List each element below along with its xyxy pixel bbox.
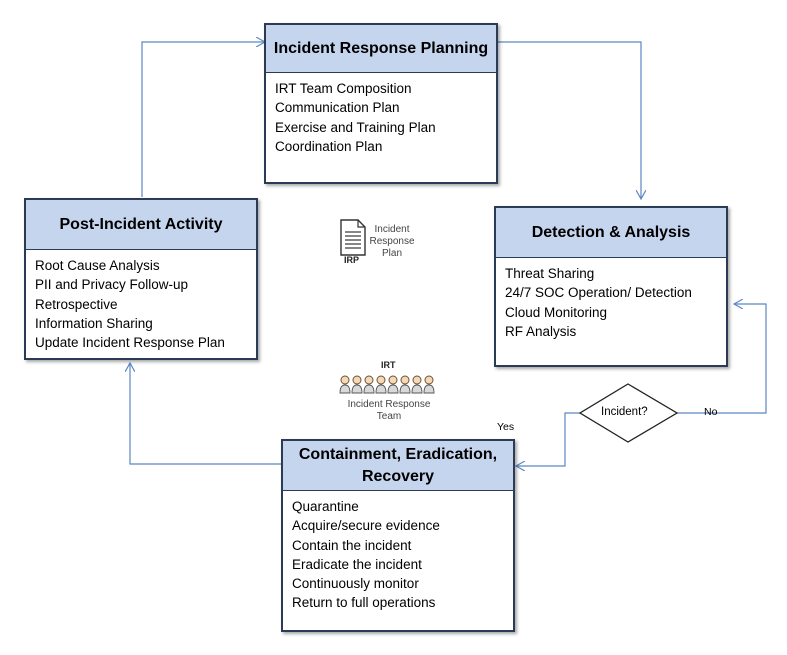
yes-label: Yes <box>497 421 515 433</box>
list-item: Quarantine <box>292 499 359 514</box>
list-item: Coordination Plan <box>275 138 383 154</box>
item-list: Threat Sharing 24/7 SOC Operation/ Detec… <box>496 258 726 341</box>
irt-badge: IRT <box>381 360 396 370</box>
item-list: Root Cause Analysis PII and Privacy Foll… <box>26 250 256 352</box>
connector-no-to-detection <box>677 304 767 414</box>
irp-badge: IRP <box>344 255 360 265</box>
item-list: Quarantine Acquire/secure evidence Conta… <box>283 491 513 613</box>
list-item: Update Incident Response Plan <box>35 335 225 351</box>
irt-caption: Incident Response Team <box>347 399 431 422</box>
connector-post-to-planning <box>141 42 264 197</box>
item-list: IRT Team Composition Communication Plan … <box>266 73 496 156</box>
list-item: Threat Sharing <box>505 266 595 281</box>
list-item: Information Sharing <box>35 315 153 331</box>
list-item: Root Cause Analysis <box>35 258 160 273</box>
document-icon <box>340 219 366 256</box>
connector-containment-to-post <box>130 364 281 465</box>
list-item: IRT Team Composition <box>275 81 412 96</box>
box-detection-analysis: Detection & Analysis Threat Sharing 24/7… <box>494 206 728 367</box>
person-icon <box>423 375 435 394</box>
box-containment-eradication-recovery: Containment, Eradication, Recovery Quara… <box>281 439 515 632</box>
box-title: Incident Response Planning <box>266 25 496 73</box>
person-icon <box>399 375 411 394</box>
list-item: Acquire/secure evidence <box>292 518 440 534</box>
box-post-incident-activity: Post-Incident Activity Root Cause Analys… <box>24 198 258 360</box>
list-item: Exercise and Training Plan <box>275 119 436 135</box>
list-item: Eradicate the incident <box>292 556 422 572</box>
list-item: Contain the incident <box>292 537 412 553</box>
list-item: RF Analysis <box>505 323 577 339</box>
list-item: PII and Privacy Follow-up <box>35 277 189 293</box>
list-item: Communication Plan <box>275 100 400 116</box>
person-icon <box>339 375 351 394</box>
box-title: Post-Incident Activity <box>26 200 256 250</box>
box-title: Containment, Eradication, Recovery <box>283 441 513 491</box>
list-item: Cloud Monitoring <box>505 304 608 320</box>
box-incident-response-planning: Incident Response Planning IRT Team Comp… <box>264 23 498 184</box>
connector-yes-to-containment <box>517 412 580 466</box>
connector-planning-to-detection <box>498 41 641 198</box>
decision-label: Incident? <box>601 406 648 418</box>
person-icon <box>411 375 423 394</box>
list-item: Retrospective <box>35 296 118 312</box>
irp-caption: Incident Response Plan <box>369 224 415 259</box>
person-icon <box>375 375 387 394</box>
person-icon <box>351 375 363 394</box>
list-item: Return to full operations <box>292 595 436 611</box>
no-label: No <box>704 406 718 418</box>
decision-diamond <box>578 383 679 443</box>
box-title: Detection & Analysis <box>496 208 726 258</box>
person-icon <box>387 375 399 394</box>
list-item: Continuously monitor <box>292 576 419 592</box>
person-icon <box>363 375 375 394</box>
team-icon <box>339 375 435 394</box>
list-item: 24/7 SOC Operation/ Detection <box>505 285 692 301</box>
